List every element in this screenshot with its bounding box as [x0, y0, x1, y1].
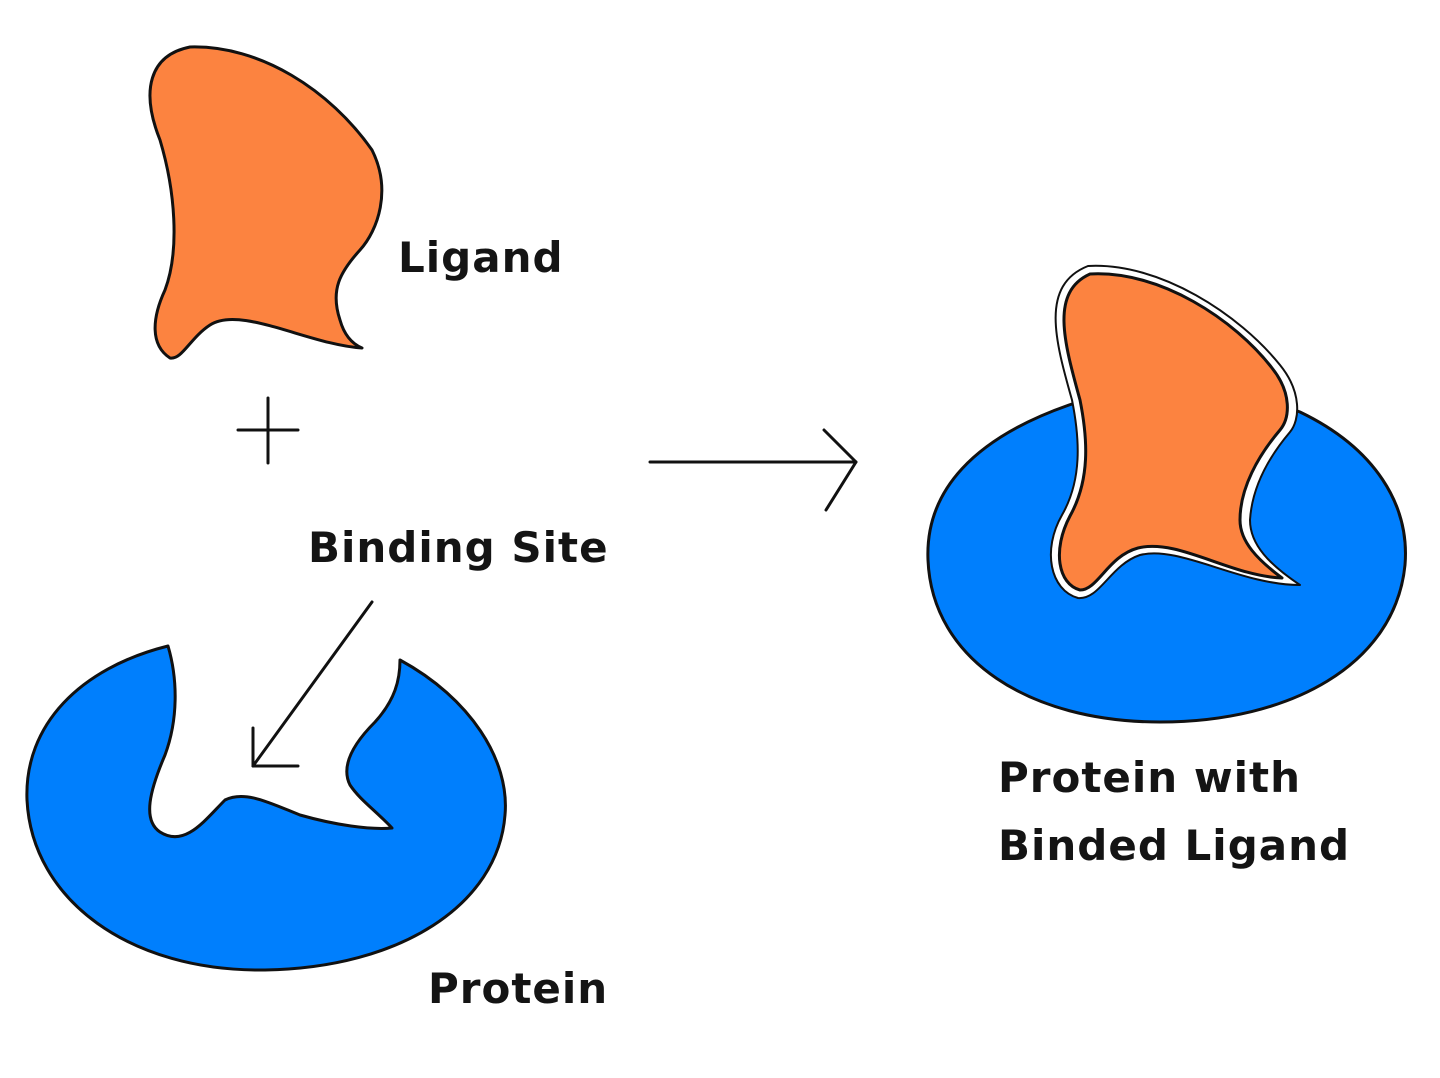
protein-label: Protein — [428, 964, 608, 1013]
protein-group: Protein — [25, 644, 608, 1013]
complex-label-line2: Binded Ligand — [998, 821, 1350, 870]
ligand-shape — [148, 45, 384, 360]
ligand-label: Ligand — [398, 233, 564, 282]
complex-ligand-shape — [1057, 272, 1289, 592]
reaction-arrow — [648, 428, 858, 512]
protein-shape — [25, 644, 507, 972]
plus-sign — [236, 396, 300, 465]
complex-group: Protein with Binded Ligand — [926, 264, 1407, 870]
binding-site-callout: Binding Site — [251, 523, 609, 768]
binding-site-label: Binding Site — [308, 523, 609, 572]
free-ligand-group: Ligand — [148, 45, 564, 360]
complex-label-line1: Protein with — [998, 753, 1301, 802]
binding-site-pointer-arrow — [251, 600, 374, 768]
